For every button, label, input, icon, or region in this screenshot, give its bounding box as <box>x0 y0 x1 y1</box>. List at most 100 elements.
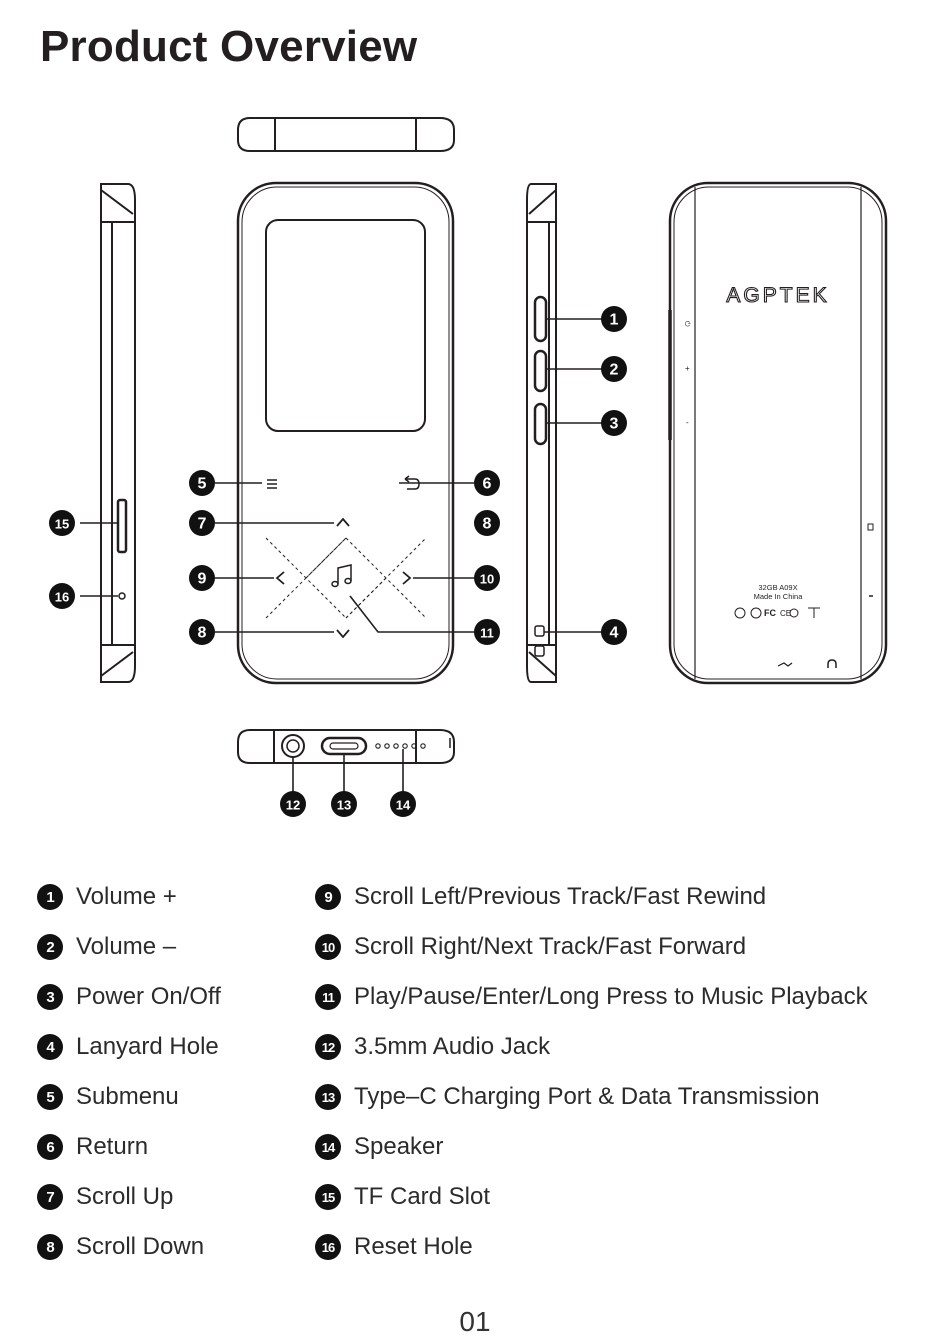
menu-icon <box>267 479 277 489</box>
brand-logo: AGPTEK <box>726 284 829 307</box>
svg-text:6: 6 <box>483 476 492 493</box>
legend-item: 9 Scroll Left/Previous Track/Fast Rewind <box>315 879 766 915</box>
page-title: Product Overview <box>40 22 418 71</box>
callout-13: 13 <box>331 791 357 817</box>
callout-7: 7 <box>189 510 215 536</box>
legend-label: Reset Hole <box>354 1233 473 1260</box>
svg-text:FC: FC <box>764 608 776 618</box>
type-c-port <box>320 736 368 756</box>
legend-label: Volume + <box>76 883 177 910</box>
legend-number: 9 <box>315 884 341 910</box>
legend-item: 4 Lanyard Hole <box>37 1029 219 1065</box>
legend-number: 2 <box>37 934 63 960</box>
callout-11: 11 <box>474 619 500 645</box>
legend-label: Return <box>76 1133 149 1160</box>
legend-item: 16 Reset Hole <box>315 1229 473 1265</box>
legend-number: 10 <box>315 934 341 960</box>
legend-label: Lanyard Hole <box>76 1033 219 1060</box>
model-line: 32GB A09X <box>758 583 797 592</box>
screen <box>265 219 426 432</box>
callout-10: 10 <box>474 565 500 591</box>
cert-marks <box>734 607 820 619</box>
legend-number: 8 <box>37 1234 63 1260</box>
legend-label: Scroll Left/Previous Track/Fast Rewind <box>354 883 767 910</box>
legend-label: Scroll Right/Next Track/Fast Forward <box>354 933 747 960</box>
legend-label: Scroll Down <box>76 1233 205 1260</box>
legend-label: Speaker <box>354 1133 444 1160</box>
callout-15: 15 <box>49 510 75 536</box>
legend-item: 14 Speaker <box>315 1129 443 1165</box>
callout-4: 4 <box>601 619 627 645</box>
chevron-up-icon <box>336 517 350 527</box>
power-button <box>533 402 548 446</box>
legend-item: 10 Scroll Right/Next Track/Fast Forward <box>315 929 746 965</box>
callout-6: 6 <box>474 470 500 496</box>
right-side-view <box>526 183 557 683</box>
page-number: 01 <box>459 1306 491 1337</box>
legend-number: 16 <box>315 1234 341 1260</box>
legend-number: 15 <box>315 1184 341 1210</box>
legend-label: Submenu <box>76 1083 179 1110</box>
legend-label: Play/Pause/Enter/Long Press to Music Pla… <box>354 983 868 1010</box>
callout-1: 1 <box>601 306 627 332</box>
legend-item: 1 Volume + <box>37 879 177 915</box>
callout-2: 2 <box>601 356 627 382</box>
legend-number: 3 <box>37 984 63 1010</box>
callout-16: 16 <box>49 583 75 609</box>
callout-8: 8 <box>189 619 215 645</box>
return-icon <box>404 475 420 490</box>
legend-item: 5 Submenu <box>37 1079 179 1115</box>
legend-number: 1 <box>37 884 63 910</box>
svg-text:2: 2 <box>610 362 619 379</box>
svg-text:13: 13 <box>337 798 351 813</box>
svg-text:16: 16 <box>55 590 69 605</box>
legend-item: 8 Scroll Down <box>37 1229 204 1265</box>
svg-text:8: 8 <box>198 625 207 642</box>
svg-text:8: 8 <box>483 516 492 533</box>
svg-text:9: 9 <box>198 571 207 588</box>
svg-text:5: 5 <box>198 476 207 493</box>
svg-text:3: 3 <box>610 416 619 433</box>
legend-label: Type–C Charging Port & Data Transmission <box>354 1083 820 1110</box>
chevron-right-icon <box>402 571 412 585</box>
legend-number: 7 <box>37 1184 63 1210</box>
svg-text:1: 1 <box>610 312 619 329</box>
chevron-left-icon <box>275 571 285 585</box>
legend-number: 14 <box>315 1134 341 1160</box>
svg-text:15: 15 <box>55 517 69 532</box>
legend-number: 5 <box>37 1084 63 1110</box>
left-side-view <box>100 183 136 683</box>
svg-text:10: 10 <box>480 572 494 587</box>
callout-8: 8 <box>474 510 500 536</box>
audio-jack <box>281 734 305 758</box>
svg-text:⏻: ⏻ <box>683 321 691 327</box>
legend-item: 12 3.5mm Audio Jack <box>315 1029 550 1065</box>
svg-text:CE: CE <box>780 609 791 618</box>
touch-zone-dashes <box>265 537 427 619</box>
callout-12: 12 <box>280 791 306 817</box>
svg-text:-: - <box>686 418 689 427</box>
product-diagram: AGPTEK 32GB A09X Made In China ⏻ + - FC … <box>49 117 888 817</box>
tf-card-slot <box>116 498 128 554</box>
chevron-down-icon <box>336 629 350 639</box>
callout-9: 9 <box>189 565 215 591</box>
back-view <box>668 181 888 685</box>
lanyard-hole <box>534 625 545 637</box>
svg-text:11: 11 <box>480 626 494 641</box>
legend-number: 12 <box>315 1034 341 1060</box>
legend-item: 15 TF Card Slot <box>315 1179 490 1215</box>
bottom-view <box>237 729 455 764</box>
legend-label: 3.5mm Audio Jack <box>354 1033 551 1060</box>
legend-label: TF Card Slot <box>354 1183 491 1210</box>
callout-14: 14 <box>390 791 416 817</box>
reset-hole <box>118 592 126 600</box>
svg-text:12: 12 <box>286 798 300 813</box>
legend-number: 4 <box>37 1034 63 1060</box>
